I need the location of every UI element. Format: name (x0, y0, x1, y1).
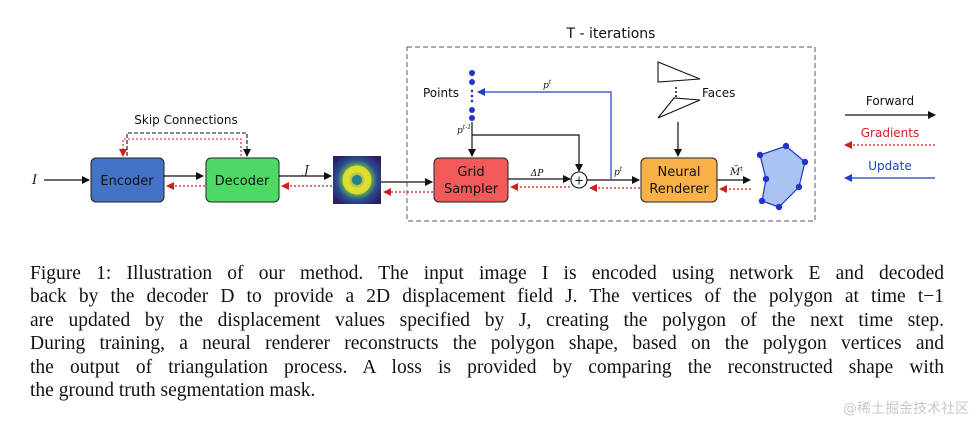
decoder-label: Decoder (215, 174, 270, 189)
m-hat-label: M̄t (729, 166, 743, 178)
legend-gradients-label: Gradients (861, 126, 919, 140)
caption-line: Figure 1: Illustration of our method. Th… (30, 263, 944, 284)
grid-sampler-node (433, 157, 509, 203)
plus-symbol: + (574, 174, 584, 188)
j-label: J (301, 163, 310, 177)
caption-line: are updated by the displacement values s… (30, 309, 944, 331)
method-diagram: T - iterations I Encoder Decoder Skip Co… (31, 26, 936, 222)
caption-line: the ground truth segmentation mask. (30, 380, 316, 402)
neural-renderer-label-1: Neural (658, 165, 701, 180)
p-t-top-label: pt (543, 79, 552, 91)
grid-sampler-label-1: Grid (457, 165, 484, 180)
t-iterations-box (406, 46, 816, 222)
delta-p-label: ΔP (530, 169, 544, 179)
faces-icon (657, 61, 701, 119)
p-t1-label: pt-1 (457, 124, 471, 136)
legend: Forward Gradients Update (844, 94, 936, 182)
encoder-node (90, 157, 165, 203)
legend-update-label: Update (868, 159, 911, 173)
grid-sampler-label-2: Sampler (444, 182, 499, 197)
input-label: I (31, 173, 38, 188)
encoder-label: Encoder (100, 174, 154, 189)
neural-renderer-label-2: Renderer (649, 182, 709, 197)
pt1-plus-arrow (472, 134, 583, 172)
caption-line: the output of triangulation process. A l… (30, 356, 944, 378)
t-iterations-title: T - iterations (566, 26, 656, 42)
skip-forward-path (126, 132, 251, 157)
output-polygon (756, 142, 809, 211)
figure-caption: Figure 1: Illustration of our method. Th… (30, 262, 944, 402)
caption-line: back by the decoder D to provide a 2D di… (30, 286, 944, 308)
p-t-right-label: pt (614, 166, 623, 178)
skip-gradient-path (119, 138, 242, 157)
decoder-node (205, 157, 280, 203)
caption-line: During training, a neural renderer recon… (30, 333, 944, 355)
points-icon (469, 70, 475, 121)
skip-connections-label: Skip Connections (134, 113, 237, 127)
faces-label: Faces (702, 86, 735, 100)
watermark: @稀土掘金技术社区 (843, 401, 969, 417)
displacement-field-image (333, 156, 381, 204)
points-label: Points (423, 86, 459, 100)
update-loop-arrow (477, 88, 612, 180)
legend-forward-label: Forward (866, 94, 914, 108)
